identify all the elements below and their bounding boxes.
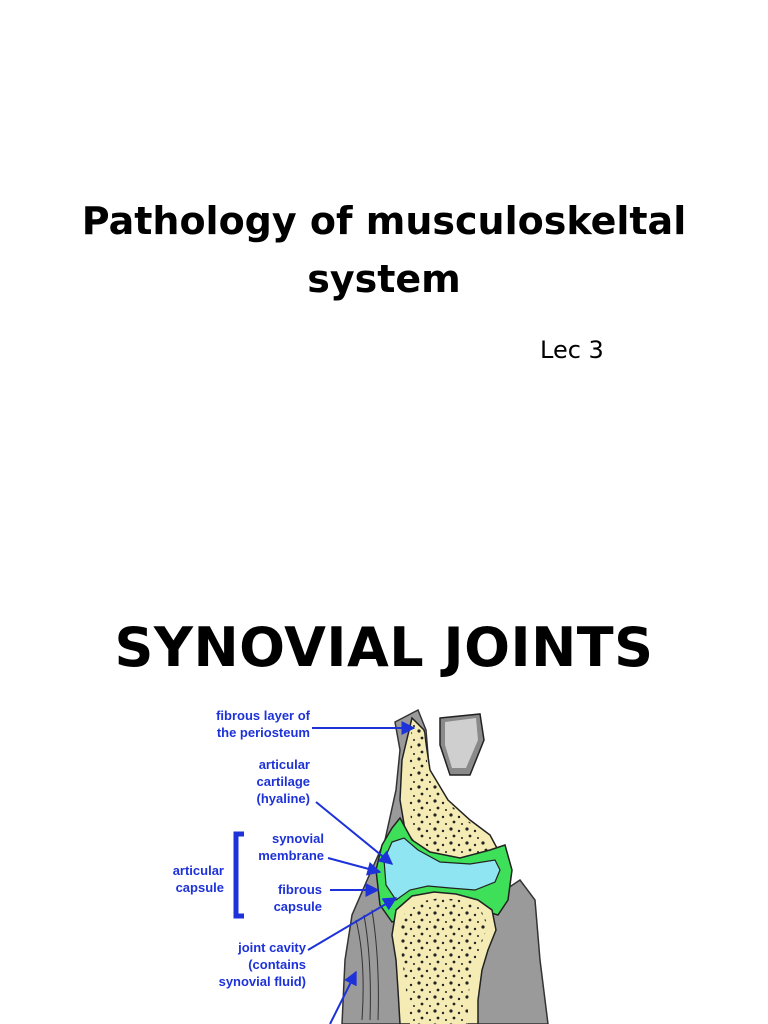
label-cartilage-3: (hyaline) (257, 791, 310, 806)
synovial-joint-illustration: fibrous layer of the periosteum articula… (173, 708, 549, 1024)
label-arrows (307, 721, 416, 1024)
label-articular-capsule-1: articular (173, 863, 224, 878)
capsule-bracket (233, 831, 244, 919)
label-cartilage-1: articular (259, 757, 310, 772)
slide-title: Pathology of musculoskeltal system (0, 192, 768, 308)
arrow-cartilage (315, 801, 394, 865)
lecture-number: Lec 3 (540, 336, 604, 364)
label-synovial-membrane-1: synovial (272, 831, 324, 846)
label-synovial-membrane-2: membrane (258, 848, 324, 863)
arrow-bottom (329, 970, 357, 1024)
label-cartilage-2: cartilage (257, 774, 310, 789)
section-heading: SYNOVIAL JOINTS (114, 616, 654, 679)
joint-cavity (383, 837, 501, 901)
slide-title-line-2: system (307, 257, 461, 301)
label-joint-cavity-3: synovial fluid) (219, 974, 306, 989)
capsule-lines (355, 909, 379, 1021)
label-fibrous-capsule-2: capsule (274, 899, 322, 914)
arrow-joint-cavity (307, 897, 398, 951)
arrow-synovial-membrane (327, 857, 382, 876)
synovial-joint-diagram: fibrous layer of the periosteum articula… (0, 700, 768, 1024)
label-joint-cavity-1: joint cavity (237, 940, 307, 955)
slide-title-line-1: Pathology of musculoskeltal (81, 199, 687, 243)
label-articular-capsule-2: capsule (176, 880, 224, 895)
lower-bone (391, 891, 497, 1024)
label-fibrous-layer-2: the periosteum (217, 725, 310, 740)
label-joint-cavity-2: (contains (248, 957, 306, 972)
label-fibrous-layer-1: fibrous layer of (216, 708, 311, 723)
diagram-labels: fibrous layer of the periosteum articula… (173, 708, 324, 989)
label-fibrous-capsule-1: fibrous (278, 882, 322, 897)
upper-bone (399, 713, 499, 866)
